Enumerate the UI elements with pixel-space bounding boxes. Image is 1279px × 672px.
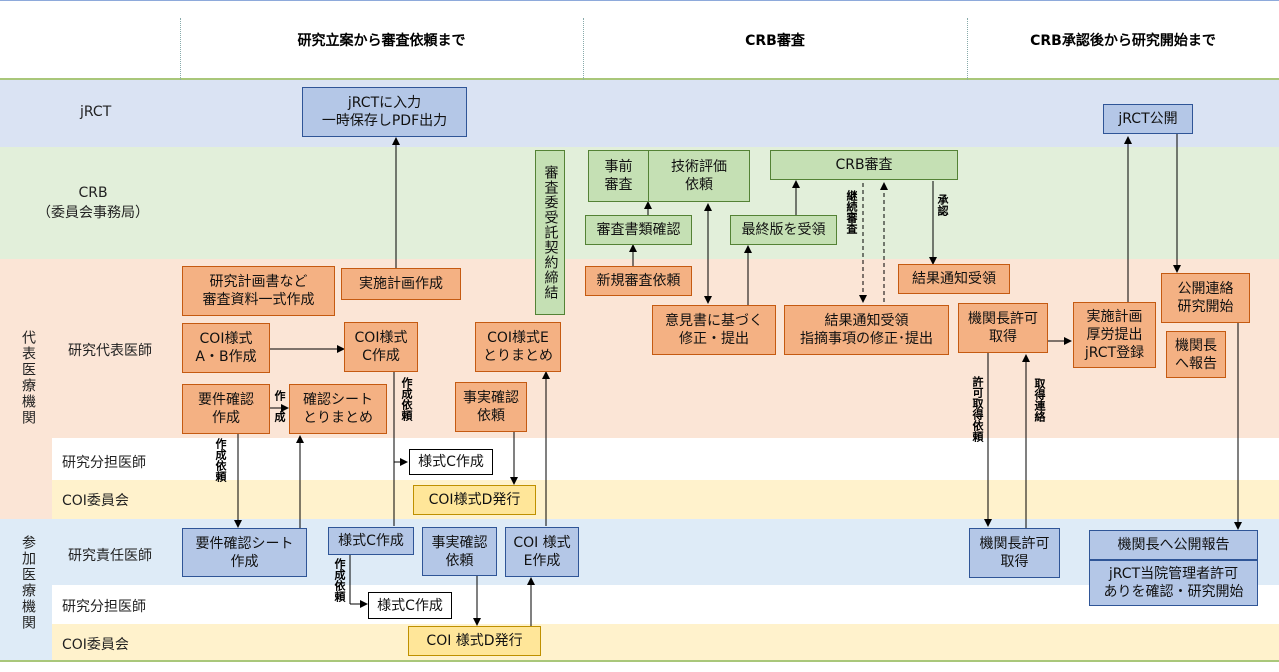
row-label-rep-pi: 研究代表医師 xyxy=(68,343,152,359)
jrct-band xyxy=(0,80,1279,147)
row-label-rep-coi: COI委員会 xyxy=(62,493,129,509)
crb-docs-check-box: 審査書類確認 xyxy=(585,215,692,245)
arrow-label-continue-review: 継続審査 xyxy=(845,190,858,234)
row-label-part-sub: 研究分担医師 xyxy=(62,599,146,615)
rep-new-request-box: 新規審査依頼 xyxy=(585,266,692,296)
part-coi-d-box: COI 様式D発行 xyxy=(408,626,541,656)
part-public-report-box: 機関長へ公開報告 xyxy=(1089,530,1258,560)
part-head-permit-box: 機関長許可 取得 xyxy=(969,528,1060,578)
rep-opinion-box: 意見書に基づく 修正・提出 xyxy=(652,305,776,355)
jrct-input-box: jRCTに入力 一時保存しPDF出力 xyxy=(302,87,467,137)
jrct-publish-box: jRCT公開 xyxy=(1103,104,1193,134)
rep-report-head-box: 機関長 へ報告 xyxy=(1166,331,1226,378)
rep-coi-d-box: COI様式D発行 xyxy=(413,485,536,515)
crb-review-box: CRB審査 xyxy=(770,150,958,180)
rep-coi-e-box: COI様式E とりまとめ xyxy=(475,322,561,372)
rep-result-fix-box: 結果通知受領 指摘事項の修正･提出 xyxy=(784,305,949,355)
part-coi-band xyxy=(52,624,1279,660)
part-org-band xyxy=(0,519,52,660)
row-label-rep-sub: 研究分担医師 xyxy=(62,455,146,471)
rep-head-permit-box: 機関長許可 取得 xyxy=(958,303,1048,353)
crb-pre-review-box: 事前 審査 xyxy=(588,150,649,202)
bottom-line xyxy=(0,660,1279,662)
phase-header-crb-review: CRB審査 xyxy=(745,33,805,49)
rep-coi-c-box: COI様式 C作成 xyxy=(344,322,418,372)
arrow-label-obtained: 取得連絡 xyxy=(1033,378,1046,422)
rep-sub-band xyxy=(52,438,1279,480)
header-divider xyxy=(180,18,181,80)
arrow-label-create-request: 作成依頼 xyxy=(214,438,227,482)
crb-final-recv-box: 最終版を受領 xyxy=(730,215,837,245)
arrow-label-create: 作成 xyxy=(273,390,286,432)
rep-public-box: 公開連絡 研究開始 xyxy=(1161,273,1250,323)
rep-org-band xyxy=(0,259,52,519)
rep-result-recv-box: 結果通知受領 xyxy=(898,264,1010,294)
row-label-part-org: 参加医療機関 xyxy=(20,535,36,631)
header-divider xyxy=(583,18,584,80)
row-label-part-coi: COI委員会 xyxy=(62,637,129,653)
rep-fact-check-box: 事実確認 依頼 xyxy=(455,382,527,432)
part-coi-e-box: COI 様式 E作成 xyxy=(505,527,579,577)
row-label-crb: CRB （委員会事務局） xyxy=(37,185,149,221)
header-band xyxy=(0,0,1279,80)
part-req-sheet-box: 要件確認シート 作成 xyxy=(182,528,307,577)
arrow-label-permit-request: 許可取得依頼 xyxy=(971,376,984,442)
crb-tech-eval-box: 技術評価 依頼 xyxy=(648,150,750,202)
row-label-jrct: jRCT xyxy=(80,104,112,120)
rep-sub-c-box: 様式C作成 xyxy=(409,449,493,475)
header-divider xyxy=(967,18,968,80)
rep-sheet-collect-box: 確認シート とりまとめ xyxy=(289,384,387,434)
phase-header-planning: 研究立案から審査依頼まで xyxy=(297,33,466,49)
part-fact-box: 事実確認 依頼 xyxy=(422,527,497,576)
part-sub-c-box: 様式C作成 xyxy=(368,592,452,619)
rep-impl-plan-box: 実施計画作成 xyxy=(341,268,461,300)
arrow-label-create-request: 作成依頼 xyxy=(400,377,413,421)
rep-req-check-box: 要件確認 作成 xyxy=(182,384,270,434)
arrow-label-create-request: 作成依頼 xyxy=(333,558,346,602)
crb-contract-box: 審査委受託契約締結 xyxy=(535,150,565,315)
phase-header-post-approval: CRB承認後から研究開始まで xyxy=(1030,33,1216,49)
row-label-part-pi: 研究責任医師 xyxy=(68,548,152,564)
rep-coi-band xyxy=(52,480,1279,519)
part-sub-band xyxy=(52,585,1279,624)
rep-impl-submit-box: 実施計画 厚労提出 jRCT登録 xyxy=(1073,302,1156,368)
rep-plan-docs-box: 研究計画書など 審査資料一式作成 xyxy=(182,266,335,316)
rep-coi-ab-box: COI様式 A・B作成 xyxy=(182,323,270,373)
row-label-rep-org: 代表医療機関 xyxy=(20,330,36,426)
arrow-label-approve: 承認 xyxy=(936,194,949,216)
part-confirm-start-box: jRCT当院管理者許可 ありを確認・研究開始 xyxy=(1089,560,1258,606)
part-c-box: 様式C作成 xyxy=(328,527,414,555)
